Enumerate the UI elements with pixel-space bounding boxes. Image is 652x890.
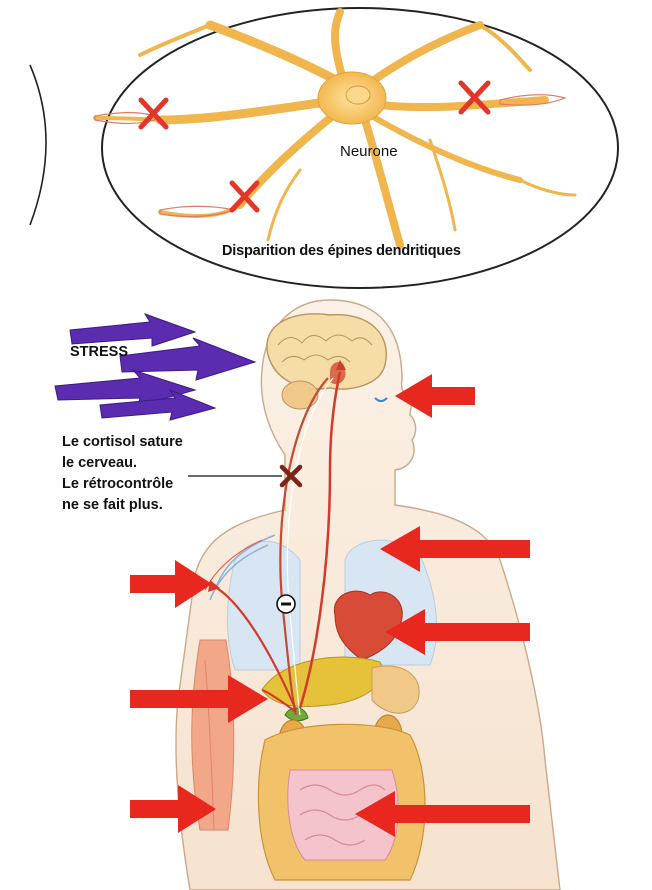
cortisol-note: Le cortisol sature le cerveau. Le rétroc… [62, 432, 183, 516]
inhibition-symbol [277, 595, 295, 613]
cortisol-note-line-1: Le cortisol sature [62, 432, 183, 453]
stress-arrow-1 [70, 314, 195, 346]
dendritic-spines-caption: Disparition des épines dendritiques [222, 243, 461, 259]
cortisol-note-line-2: le cerveau. [62, 453, 183, 474]
stress-label: STRESS [70, 344, 128, 360]
cortisol-note-line-4: ne se fait plus. [62, 495, 183, 516]
cerebellum [282, 381, 318, 409]
human-body [176, 300, 560, 890]
cortisol-note-line-3: Le rétrocontrôle [62, 474, 183, 495]
neuron-label: Neurone [340, 143, 398, 160]
previous-panel-edge [30, 65, 46, 225]
stress-arrows [55, 314, 255, 420]
